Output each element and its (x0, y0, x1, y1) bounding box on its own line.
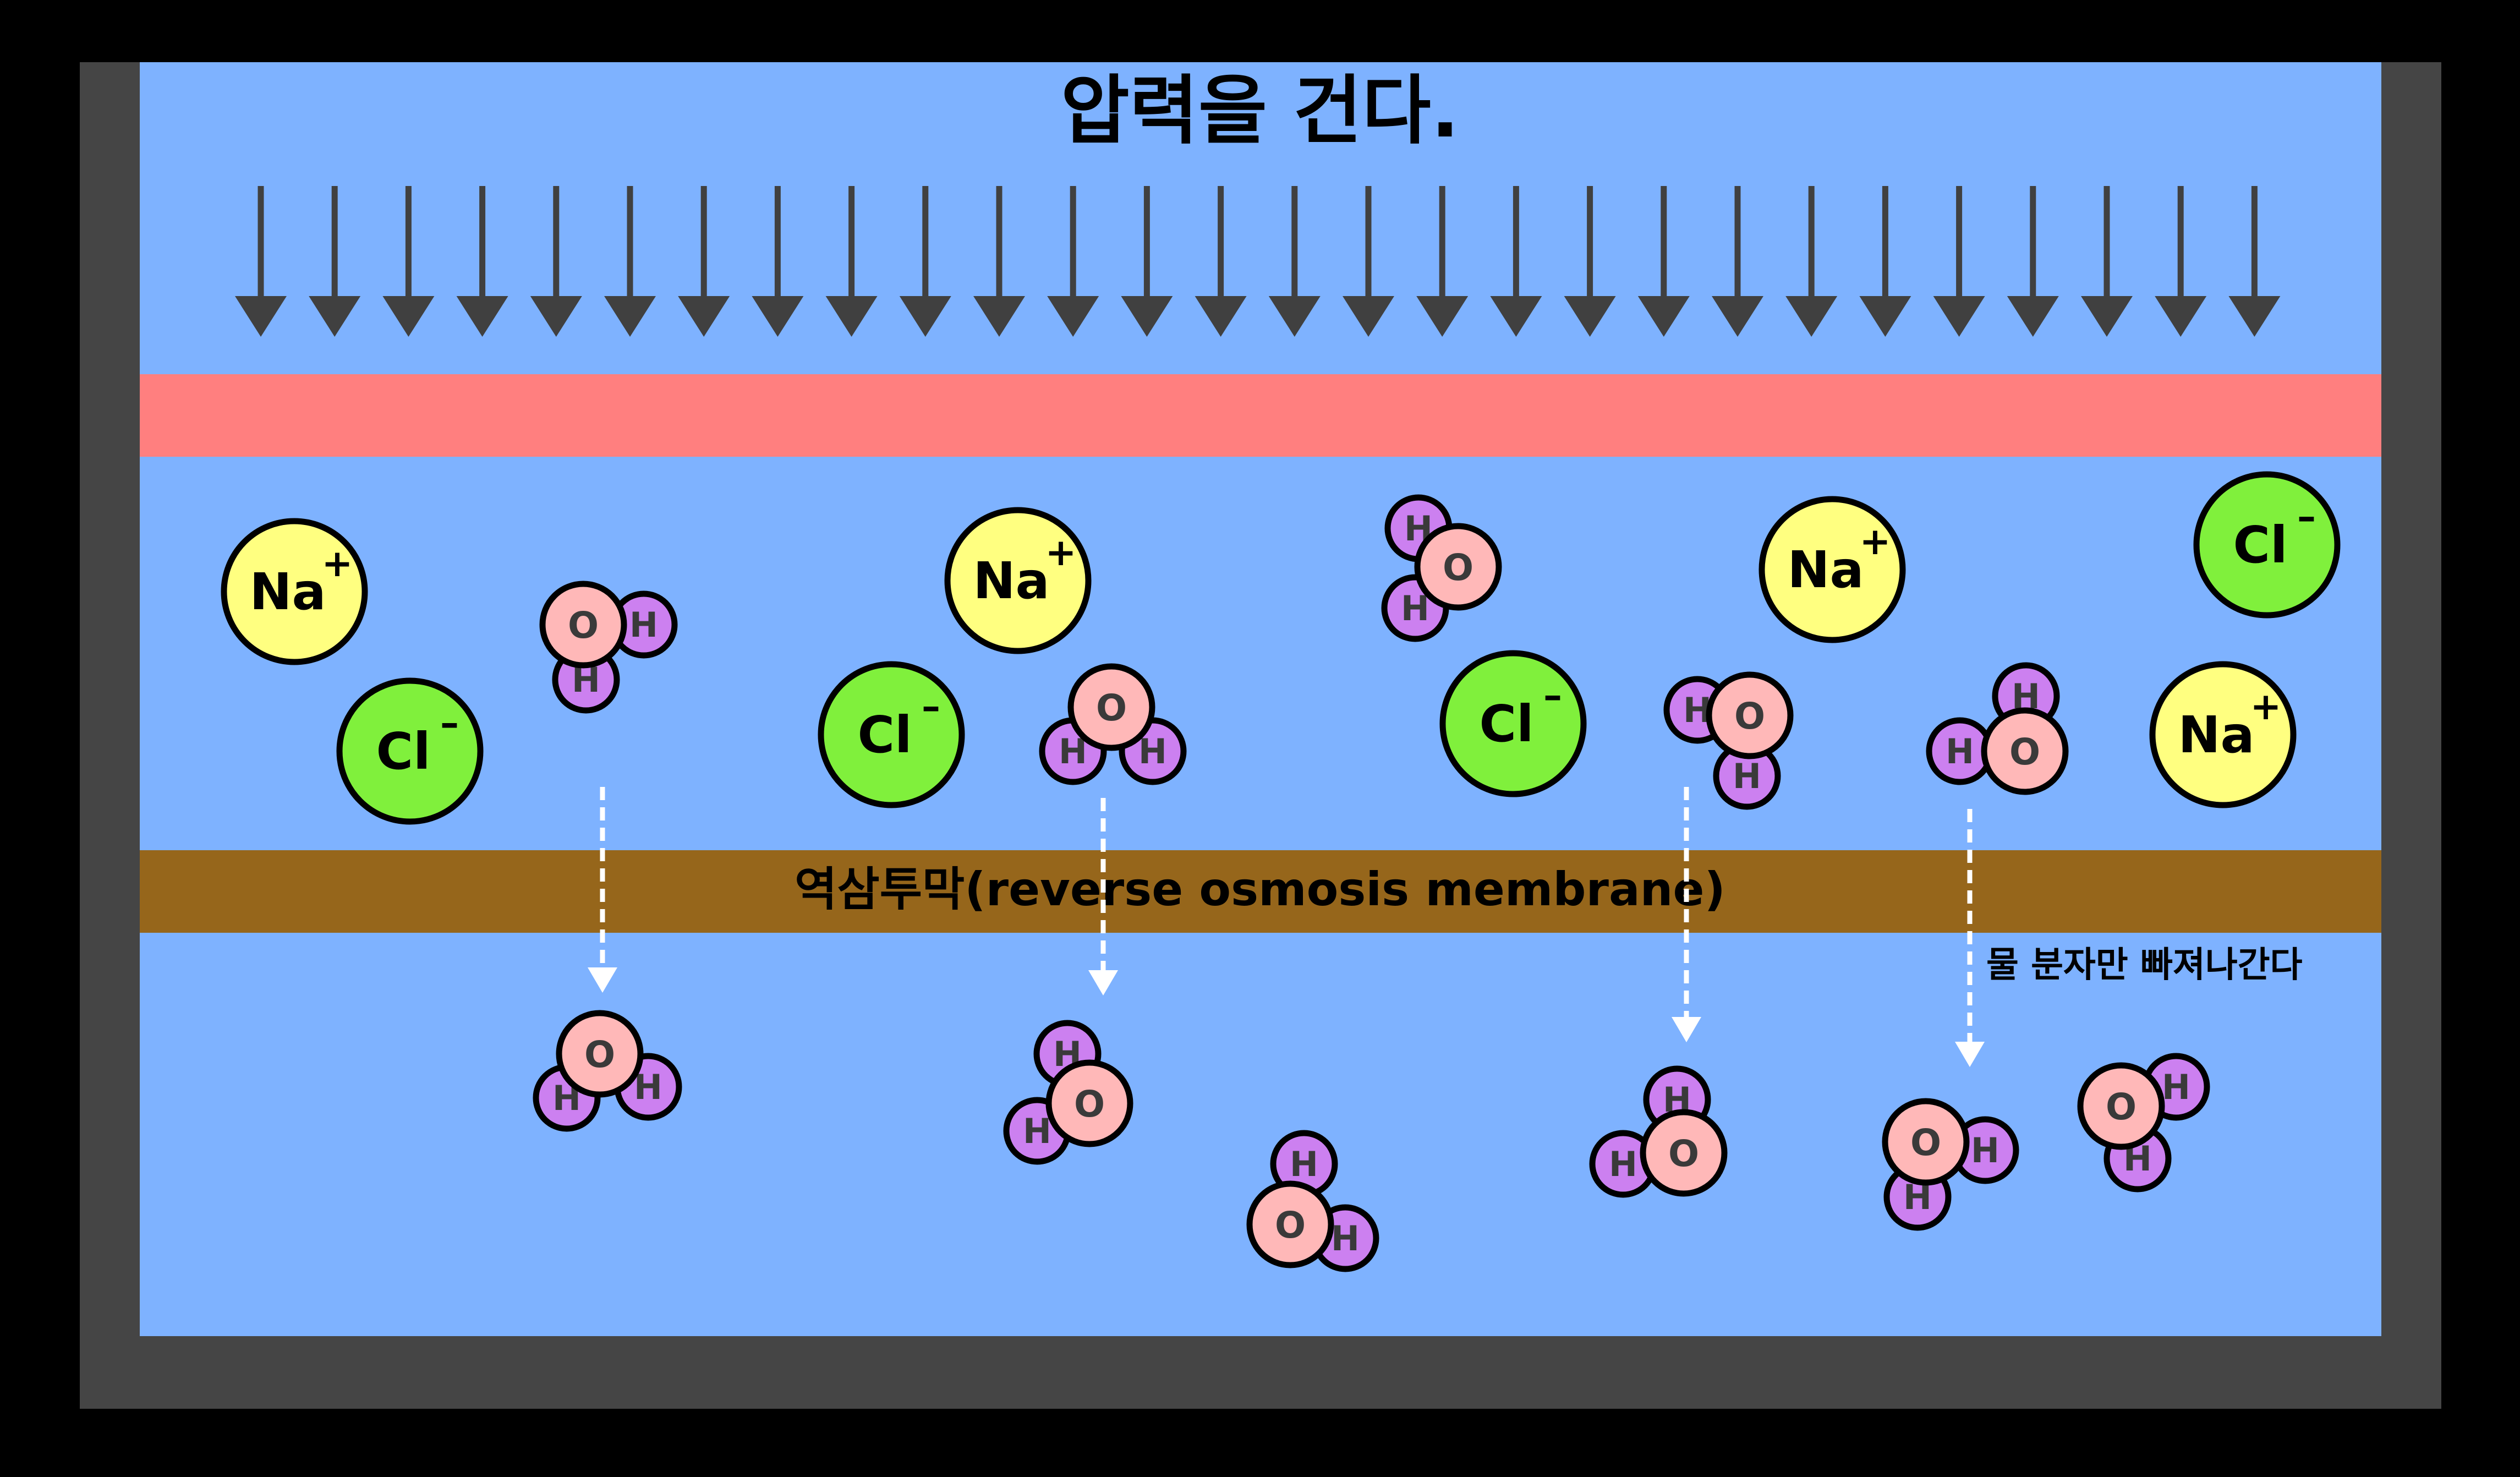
pressure-arrow (604, 186, 656, 337)
pressure-arrow (752, 186, 804, 337)
water-molecule: HHO (1663, 671, 1794, 810)
ion-symbol: Cl (2233, 516, 2287, 575)
ion-charge: + (1860, 520, 1891, 564)
pressure-arrow (530, 186, 582, 337)
ion-symbol: Na (1787, 540, 1864, 599)
pressure-arrow (1785, 186, 1838, 337)
ion-charge: – (1543, 674, 1562, 718)
ion-charge: + (1045, 531, 1077, 575)
hydrogen-atom-label: H (629, 605, 658, 645)
pressure-arrow (2081, 186, 2133, 337)
ion-symbol: Cl (376, 722, 430, 781)
pressure-arrow (1637, 186, 1690, 337)
sodium-ion: Na+ (221, 518, 368, 665)
chloride-ion: Cl– (1439, 650, 1587, 797)
oxygen-atom-label: O (584, 1033, 615, 1076)
membrane-label: 역삼투막(reverse osmosis membrane) (795, 862, 1725, 916)
hydrogen-atom-label: H (1290, 1144, 1318, 1184)
oxygen-atom-label: O (1910, 1122, 1941, 1164)
pressure-arrow (1490, 186, 1542, 337)
ro-membrane (140, 850, 2381, 933)
hydrogen-atom-label: H (1946, 731, 1974, 772)
ion-symbol: Na (249, 562, 326, 621)
chloride-ion: Cl– (336, 677, 484, 825)
pressure-arrow (899, 186, 951, 337)
ion-charge: – (440, 702, 459, 745)
oxygen-atom-label: O (1074, 1083, 1105, 1125)
chloride-ion: Cl– (2193, 471, 2341, 619)
ion-charge: – (922, 685, 940, 729)
hydrogen-atom-label: H (1023, 1111, 1051, 1151)
water-flow-arrow (1672, 787, 1701, 1042)
pressure-arrow (1416, 186, 1469, 337)
ion-charge: + (322, 542, 353, 586)
water-flow-arrow (1088, 798, 1118, 995)
sodium-ion: Na+ (944, 507, 1092, 654)
pressure-arrow (2228, 186, 2281, 337)
water-molecule: HHO (1003, 1020, 1133, 1165)
water-molecule: HHO (539, 581, 678, 714)
ion-charge: – (2297, 495, 2316, 539)
ion-symbol: Na (2178, 705, 2254, 764)
piston-plate (140, 374, 2381, 457)
hydrogen-atom-label: H (1971, 1130, 1999, 1170)
diagram-title: 압력을 건다. (1061, 68, 1460, 155)
pressure-arrow (1268, 186, 1321, 337)
water-molecule: HHO (1381, 494, 1502, 642)
oxygen-atom-label: O (1668, 1133, 1699, 1175)
hydrogen-atom-label: H (1733, 756, 1761, 796)
water-flow-paths (588, 787, 1985, 1067)
chloride-ion: Cl– (818, 661, 965, 808)
pressure-arrow (2155, 186, 2207, 337)
water-molecule: HHO (2077, 1053, 2210, 1192)
hydrogen-atom-label: H (2162, 1067, 2190, 1107)
pressure-arrow (1047, 186, 1099, 337)
pressure-arrows (235, 186, 2281, 337)
water-flow-arrow (1955, 809, 1985, 1067)
pressure-arrow (456, 186, 508, 337)
pressure-arrow (1859, 186, 1911, 337)
pressure-arrow (825, 186, 878, 337)
water-flow-arrow (588, 787, 617, 993)
pressure-arrow (1564, 186, 1616, 337)
oxygen-atom-label: O (1734, 695, 1765, 737)
pressure-arrow (382, 186, 435, 337)
oxygen-atom-label: O (2106, 1086, 2136, 1128)
pressure-arrow (1933, 186, 1985, 337)
ion-symbol: Na (973, 551, 1049, 610)
pressure-arrow (973, 186, 1025, 337)
oxygen-atom-label: O (1096, 687, 1127, 729)
pressure-arrow (678, 186, 730, 337)
pressure-arrow (2007, 186, 2059, 337)
sodium-ion: Na+ (1758, 496, 1906, 643)
water-note: 물 분자만 빠져나간다 (1986, 945, 2303, 986)
hydrogen-atom-label: H (1138, 731, 1167, 772)
ion-symbol: Cl (1479, 694, 1533, 753)
hydrogen-atom-label: H (1609, 1144, 1637, 1184)
pressure-arrow (235, 186, 287, 337)
oxygen-atom-label: O (1275, 1204, 1306, 1246)
oxygen-atom-label: O (568, 604, 599, 647)
water-molecule: HHO (1882, 1098, 2019, 1231)
ion-symbol: Cl (857, 705, 912, 764)
oxygen-atom-label: O (1443, 546, 1473, 589)
oxygen-atom-label: O (2009, 731, 2040, 773)
water-molecule: HHO (1246, 1130, 1379, 1272)
ion-charge: + (2250, 685, 2282, 729)
pressure-arrow (1712, 186, 1763, 337)
pressure-arrow (1121, 186, 1173, 337)
pressure-arrow (1195, 186, 1247, 337)
pressure-arrow (309, 186, 361, 337)
pressure-arrow (1343, 186, 1394, 337)
hydrogen-atom-label: H (1331, 1218, 1360, 1259)
sodium-ion: Na+ (2149, 661, 2297, 808)
